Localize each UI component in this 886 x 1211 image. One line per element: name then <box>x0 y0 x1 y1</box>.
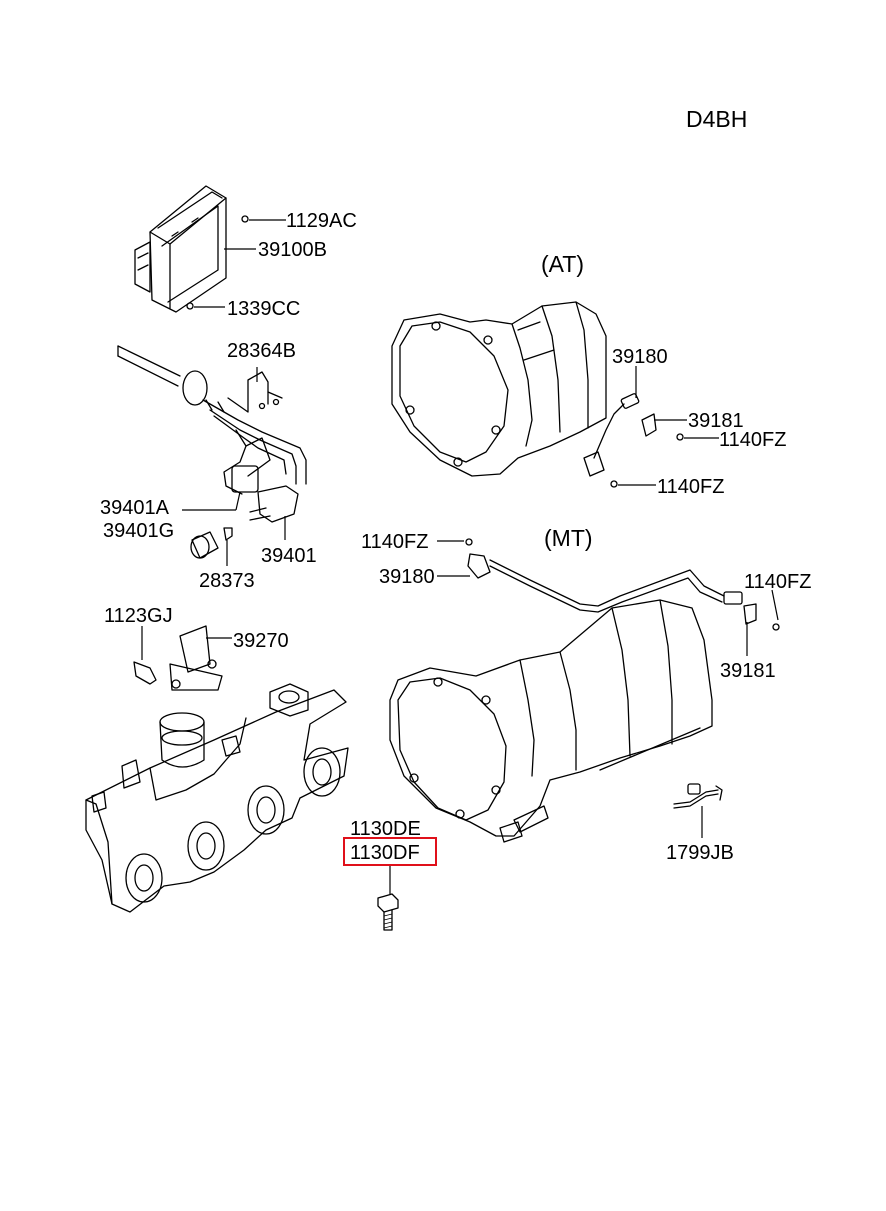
label-39100b: 39100B <box>258 239 327 261</box>
section-mt-label: (MT) <box>544 525 593 551</box>
rubber-cap-drawing <box>190 527 233 559</box>
label-mt-1140fz-right: 1140FZ <box>744 571 811 593</box>
manual-transmission-drawing <box>389 599 713 843</box>
section-at-label: (AT) <box>541 251 584 277</box>
at-speed-sensor-drawing <box>583 393 684 488</box>
mt-speed-sensor-drawing <box>465 538 780 631</box>
highlight-box <box>343 837 437 866</box>
intake-manifold-drawing <box>85 625 349 913</box>
ecu-module-drawing <box>134 185 249 313</box>
wire-harness-drawing <box>673 783 723 809</box>
automatic-transmission-drawing <box>391 301 607 477</box>
label-1339cc: 1339CC <box>227 298 300 320</box>
leader-solenoid-a-2 <box>235 491 241 511</box>
label-mt-39181: 39181 <box>720 660 776 682</box>
label-mt-1140fz-left: 1140FZ <box>361 531 428 553</box>
label-at-39180: 39180 <box>612 346 668 368</box>
bolt-drawing <box>377 893 399 931</box>
vacuum-hose-drawing <box>117 345 307 523</box>
label-1129ac: 1129AC <box>286 210 357 232</box>
label-1130df: 1130DF <box>350 842 420 864</box>
label-at-1140fz-upper: 1140FZ <box>719 429 786 451</box>
label-1799jb: 1799JB <box>666 842 734 864</box>
label-at-1140fz-lower: 1140FZ <box>657 476 724 498</box>
label-mt-39180: 39180 <box>379 566 435 588</box>
label-39270: 39270 <box>233 630 289 652</box>
label-at-39181: 39181 <box>688 410 744 432</box>
label-1130de: 1130DE <box>350 818 421 840</box>
leader-mt-bolt-right <box>771 589 779 621</box>
label-39401g: 39401G <box>103 520 174 542</box>
label-39401: 39401 <box>261 545 317 567</box>
label-39401a: 39401A <box>100 497 170 519</box>
label-1123gj: 1123GJ <box>104 605 173 627</box>
label-28364b: 28364B <box>227 340 296 362</box>
manifold-bolt-drawing <box>133 661 157 685</box>
model-code-label: D4BH <box>686 106 747 132</box>
label-28373: 28373 <box>199 570 255 592</box>
